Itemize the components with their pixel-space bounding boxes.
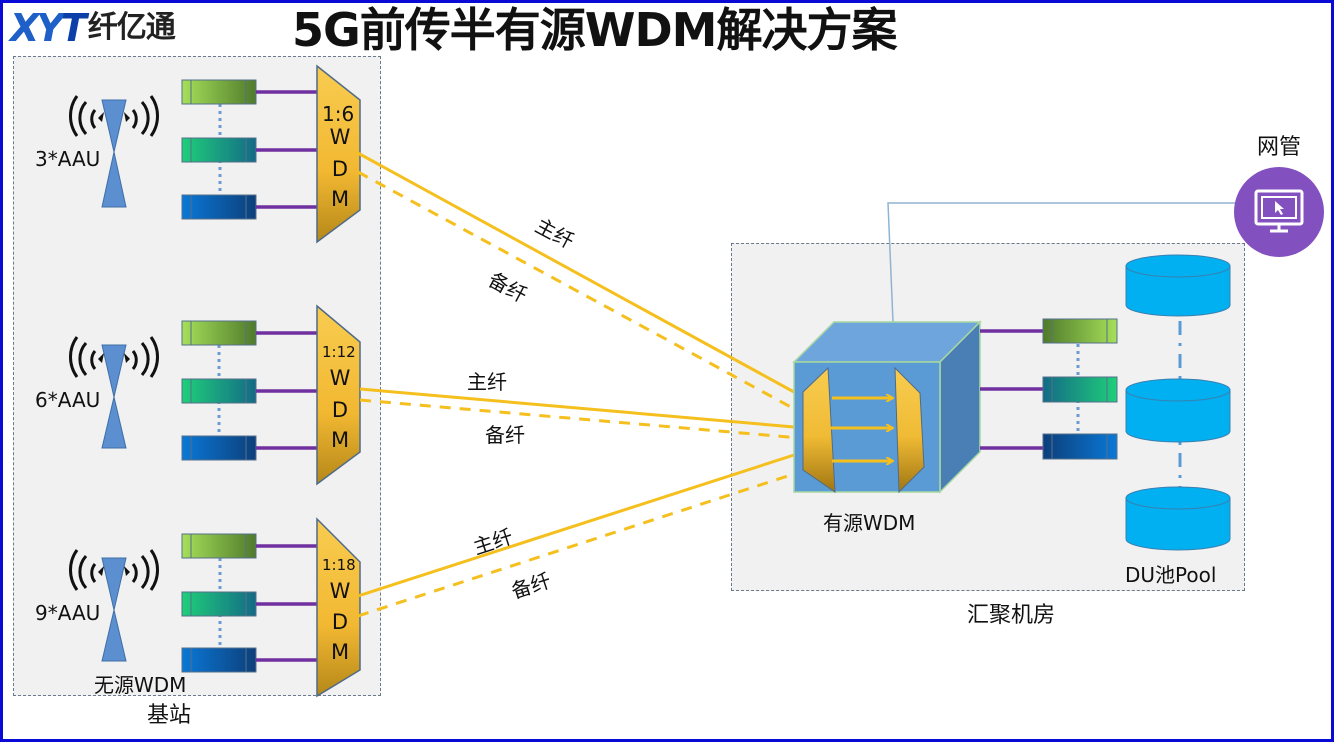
wdm-ratio-2: 1:12 <box>322 343 356 361</box>
company-logo: XYT 纤亿通 <box>10 6 176 50</box>
backup-fiber-2 <box>359 398 801 440</box>
aau-label-1: 3*AAU <box>35 147 101 171</box>
wdm-letter-d: D <box>331 610 349 634</box>
hub-zone-label: 汇聚机房 <box>967 603 1056 628</box>
nms-node[interactable] <box>1234 167 1324 257</box>
primary-fiber-1 <box>355 150 795 394</box>
passive-wdm-2 <box>316 304 361 486</box>
passive-wdm-label: 无源WDM <box>94 673 187 697</box>
fiber-links <box>355 150 801 618</box>
du-pool <box>1125 254 1231 551</box>
page-title: 5G前传半有源WDM解决方案 <box>292 3 897 57</box>
site-3 <box>69 517 361 698</box>
du-pool-label: DU池Pool <box>1125 563 1217 587</box>
active-wdm-cube <box>792 320 982 494</box>
wdm-letter-m: M <box>330 187 350 211</box>
wdm-ratio-3: 1:18 <box>322 556 356 574</box>
aau-label-3: 9*AAU <box>35 601 101 625</box>
optical-module-stack <box>181 320 317 461</box>
wdm-letter-d: D <box>331 398 349 422</box>
logo-name: 纤亿通 <box>87 10 176 45</box>
du-server-2 <box>1125 378 1231 443</box>
active-wdm-label: 有源WDM <box>823 511 916 535</box>
monitor-cursor-icon <box>1254 189 1304 233</box>
wdm-letter-w: W <box>329 125 351 149</box>
passive-wdm-3 <box>316 517 361 698</box>
aau-antenna-icon <box>69 336 159 449</box>
primary-fiber-label-2: 主纤 <box>467 370 507 394</box>
backup-fiber-3 <box>357 470 801 618</box>
du-server-1 <box>1125 254 1231 317</box>
optical-module-stack <box>181 79 317 220</box>
wdm-letter-w: W <box>329 579 351 603</box>
wdm-letter-m: M <box>330 640 350 664</box>
aau-antenna-icon <box>69 95 159 208</box>
site-1 <box>69 64 361 244</box>
aau-antenna-icon <box>69 549 159 662</box>
wdm-letter-d: D <box>331 157 349 181</box>
passive-wdm-1 <box>316 64 361 244</box>
hub-optical-module-stack <box>980 318 1118 460</box>
backup-fiber-1 <box>357 170 801 414</box>
wdm-letter-w: W <box>329 366 351 390</box>
logo-mark-letter: T <box>60 6 87 50</box>
nms-connector-line <box>887 202 1236 323</box>
backup-fiber-label-2: 备纤 <box>485 423 525 447</box>
primary-fiber-2 <box>359 387 795 429</box>
wdm-ratio-1: 1:6 <box>322 102 355 126</box>
primary-fiber-3 <box>357 453 795 598</box>
optical-module-stack <box>181 533 317 673</box>
logo-mark: XYT <box>10 6 87 50</box>
base-station-zone-label: 基站 <box>147 703 192 728</box>
du-server-3 <box>1125 486 1231 551</box>
nms-label: 网管 <box>1257 135 1302 160</box>
aau-label-2: 6*AAU <box>35 388 101 412</box>
site-2 <box>69 304 361 486</box>
wdm-letter-m: M <box>330 428 350 452</box>
